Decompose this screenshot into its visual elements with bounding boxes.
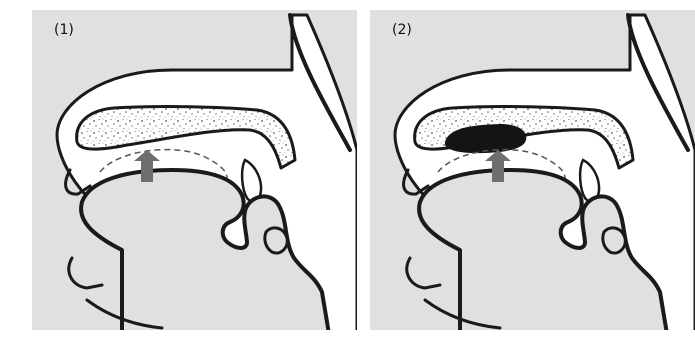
- panel-label: (1): [54, 22, 74, 38]
- panel-2: (2): [370, 10, 695, 330]
- epiglottis: [265, 228, 287, 253]
- lower-lip: [69, 258, 102, 288]
- oral-cavity-diagram-1: [32, 10, 357, 330]
- panel-label: (2): [392, 22, 412, 38]
- lower-lip: [407, 258, 440, 288]
- oral-cavity-diagram-2: [370, 10, 695, 330]
- panel-1: (1): [32, 10, 357, 330]
- epiglottis: [603, 228, 625, 253]
